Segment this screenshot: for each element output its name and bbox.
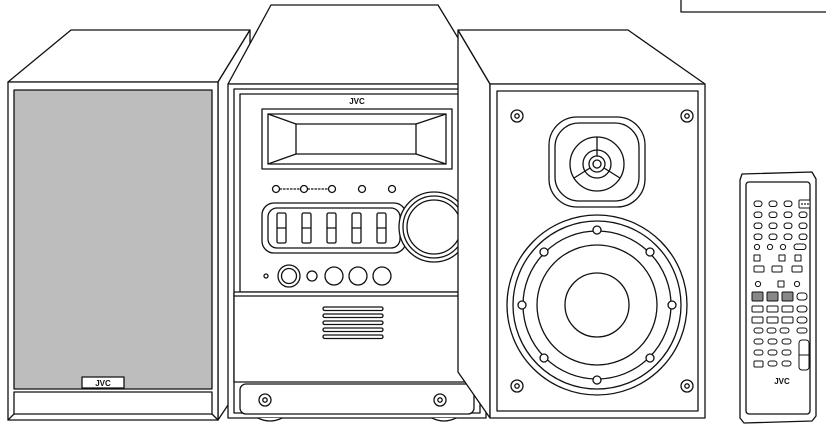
right-speaker [457, 29, 706, 419]
eq-sliders[interactable] [276, 212, 387, 244]
door-slots [322, 306, 384, 340]
remote-buttons[interactable] [751, 199, 811, 371]
small-button-1[interactable] [271, 184, 281, 194]
corner-screws [510, 109, 694, 393]
small-button-5[interactable] [387, 184, 397, 194]
remote-logo: JVC [774, 377, 790, 386]
left-speaker: JVC [7, 29, 251, 421]
main-unit: JVC [227, 4, 487, 422]
base-screw-left [258, 393, 272, 407]
small-button-2[interactable] [299, 184, 309, 194]
corner-frame [680, 0, 826, 13]
small-round-button[interactable] [306, 270, 318, 282]
main-unit-logo: JVC [349, 97, 365, 106]
volume-knob[interactable] [398, 191, 470, 263]
small-button-3[interactable] [327, 184, 337, 194]
speaker-grille-left [13, 89, 213, 390]
logo-plate-left [81, 376, 125, 389]
woofer [506, 214, 688, 396]
remote-control: JVC [739, 171, 817, 424]
small-button-4[interactable] [357, 184, 367, 194]
power-button[interactable] [277, 264, 301, 288]
tweeter [548, 116, 646, 208]
indicator-led [263, 273, 269, 279]
transport-button-1[interactable] [324, 266, 344, 286]
base-screw-right [433, 393, 447, 407]
transport-button-3[interactable] [372, 266, 392, 286]
left-speaker-logo: JVC [95, 379, 111, 388]
transport-button-2[interactable] [348, 266, 368, 286]
